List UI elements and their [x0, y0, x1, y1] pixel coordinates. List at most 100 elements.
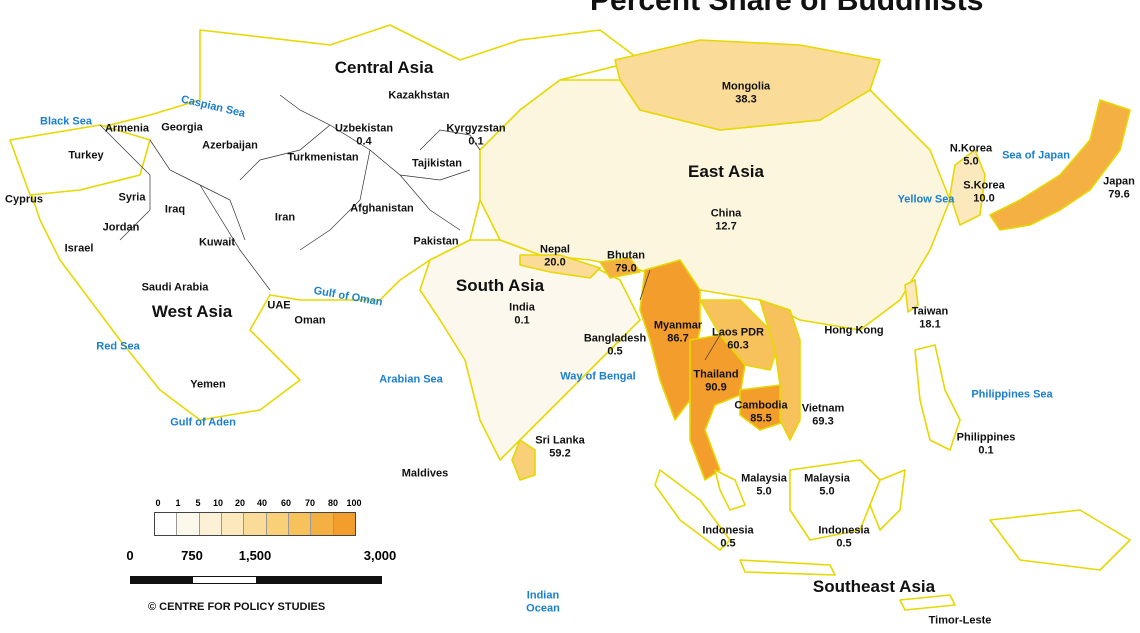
country-value: 38.3 — [735, 93, 757, 105]
country-value: 5.0 — [963, 155, 979, 167]
sea-gulf-of-aden: Gulf of Aden — [170, 416, 236, 429]
country-name: Malaysia — [741, 472, 787, 485]
legend-tick-0: 0 — [155, 498, 161, 508]
country-name: Pakistan — [413, 235, 459, 248]
country-name: Georgia — [161, 121, 203, 134]
legend-tick-1: 1 — [175, 498, 181, 508]
country-name: S.Korea — [963, 179, 1005, 192]
country-name: Timor-Leste — [928, 614, 992, 627]
country-label-georgia: Georgia — [161, 122, 203, 135]
country-name: Turkey — [68, 149, 104, 162]
country-name: Laos PDR — [712, 326, 764, 339]
country-label-timor: Timor-Leste — [929, 615, 992, 628]
country-name: Cyprus — [5, 193, 43, 206]
country-name: Bhutan — [607, 249, 645, 262]
region-south-asia: South Asia — [455, 276, 545, 295]
scale-segment-3 — [256, 577, 381, 583]
sea-indian-ocean: Indian Ocean — [526, 589, 560, 614]
country-label-afghanistan: Afghanistan — [350, 203, 414, 216]
country-value: 0.5 — [720, 537, 736, 549]
country-value: 0.5 — [607, 345, 623, 357]
land-philippines[interactable] — [914, 344, 961, 451]
land-japan[interactable] — [989, 99, 1131, 231]
scale-line — [130, 576, 382, 584]
country-name: Turkmenistan — [287, 151, 359, 164]
country-name: Yemen — [190, 378, 226, 391]
country-name: Saudi Arabia — [141, 281, 209, 294]
country-label-tajikistan: Tajikistan — [412, 158, 462, 171]
land-vietnam[interactable] — [759, 299, 801, 441]
country-name: Indonesia — [818, 524, 870, 537]
land-newguinea — [989, 509, 1131, 571]
country-name: Kuwait — [198, 236, 236, 249]
land-malaysia-w[interactable] — [714, 469, 746, 511]
legend-tick-4: 20 — [234, 498, 246, 508]
legend-tick-6: 60 — [280, 498, 292, 508]
sea-yellow-sea: Yellow Sea — [897, 193, 955, 206]
country-label-armenia: Armenia — [105, 123, 149, 136]
country-name: Oman — [294, 314, 326, 327]
country-name: Armenia — [104, 122, 150, 135]
country-name: India — [509, 301, 535, 314]
country-label-jordan: Jordan — [103, 222, 140, 235]
legend-swatch-7 — [311, 513, 334, 535]
scale-label-3000: 3,000 — [363, 548, 397, 563]
country-name: Maldives — [401, 467, 449, 480]
country-name: Bangladesh — [583, 332, 647, 345]
country-value: 0.1 — [514, 314, 530, 326]
country-label-iraq: Iraq — [165, 204, 185, 217]
country-name: Azerbaijan — [202, 139, 258, 152]
region-southeast-asia: Southeast Asia — [812, 577, 936, 596]
country-name: Sri Lanka — [535, 434, 585, 447]
country-value: 5.0 — [819, 485, 835, 497]
land-mongolia[interactable] — [614, 39, 881, 131]
land-borneo[interactable] — [789, 459, 881, 541]
country-name: N.Korea — [949, 142, 993, 155]
country-name: Jordan — [102, 221, 140, 234]
legend-tick-9: 100 — [346, 498, 362, 508]
region-central-asia: Central Asia — [334, 58, 434, 77]
country-label-kazakhstan: Kazakhstan — [388, 90, 449, 103]
country-name: Nepal — [540, 243, 570, 256]
country-label-iran: Iran — [275, 212, 295, 225]
country-label-hongkong: Hong Kong — [824, 325, 883, 338]
land-srilanka[interactable] — [511, 439, 536, 481]
country-value: 85.5 — [750, 412, 772, 424]
country-label-kuwait: Kuwait — [199, 237, 235, 250]
country-label-pakistan: Pakistan — [413, 236, 458, 249]
land-korea[interactable] — [949, 149, 986, 226]
country-name: Tajikistan — [412, 157, 462, 170]
country-name: Taiwan — [911, 305, 949, 318]
land-thailand[interactable] — [689, 334, 746, 481]
country-name: Malaysia — [804, 472, 850, 485]
scale-bar: 0 750 1,500 3,000 — [126, 548, 415, 588]
legend-tick-8: 80 — [327, 498, 339, 508]
legend-swatch-8 — [333, 513, 355, 535]
land-sumatra[interactable] — [654, 469, 731, 551]
land-nepal[interactable] — [519, 254, 601, 279]
sea-arabian-sea: Arabian Sea — [379, 373, 443, 386]
land-cambodia[interactable] — [739, 384, 791, 431]
country-label-saudi: Saudi Arabia — [142, 282, 209, 295]
land-bhutan[interactable] — [599, 257, 641, 279]
country-value: 10.0 — [973, 192, 995, 204]
land-taiwan[interactable] — [904, 279, 919, 313]
land-sulawesi — [869, 469, 906, 531]
country-value: 69.3 — [812, 415, 834, 427]
country-name: Cambodia — [734, 399, 788, 412]
